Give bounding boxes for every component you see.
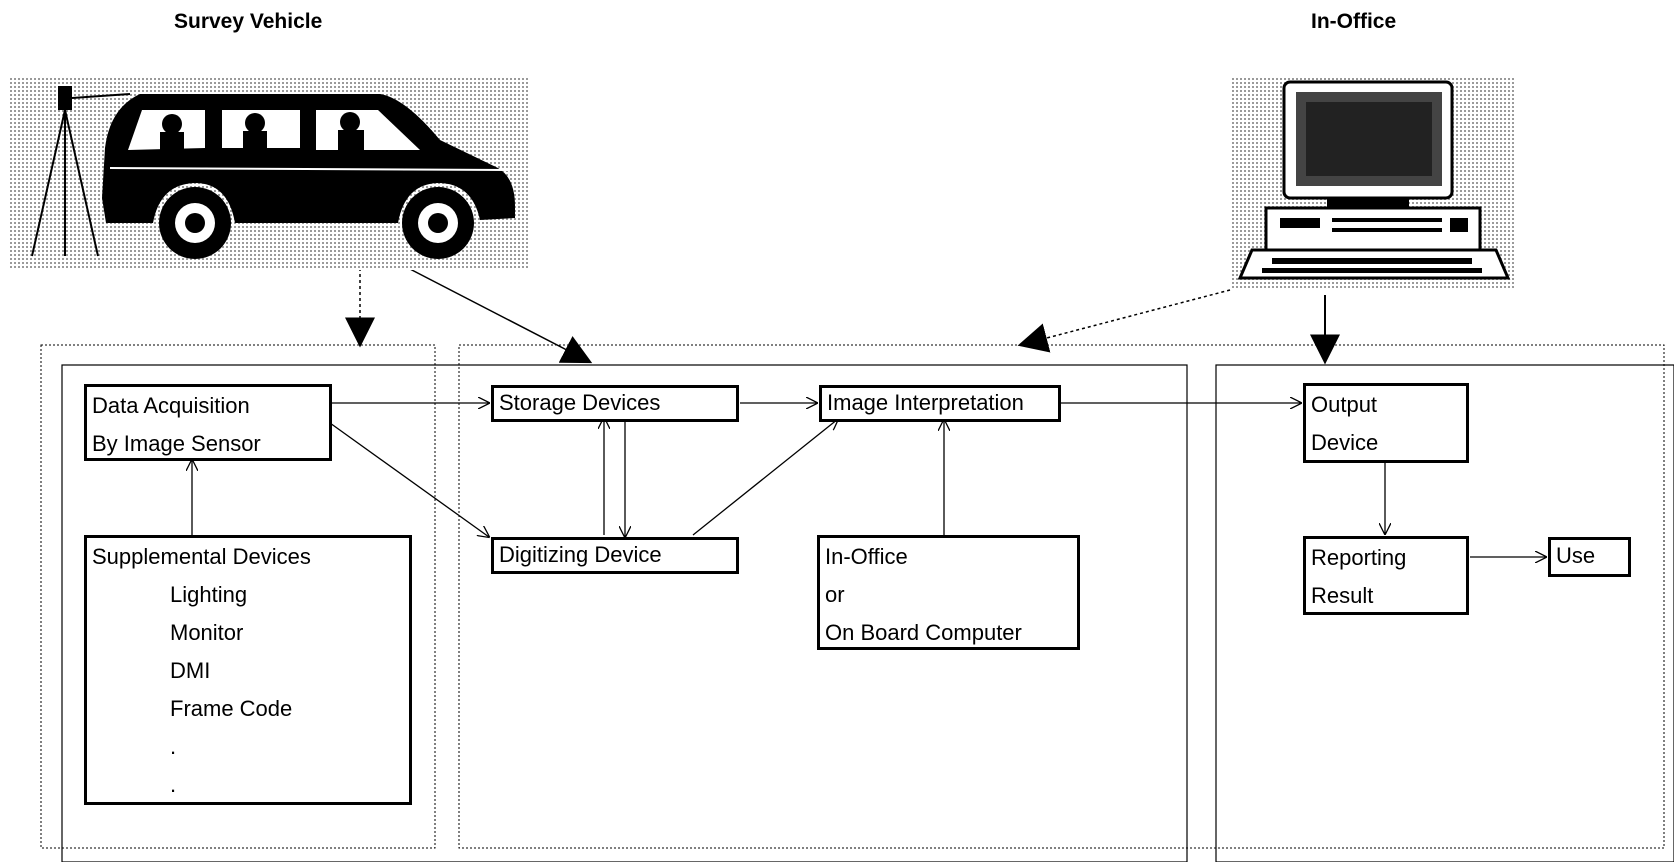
box-text-line: Reporting [1311,539,1466,577]
box-image-interpretation: Image Interpretation [819,385,1061,422]
box-text-line: On Board Computer [825,614,1077,652]
supplemental-title: Supplemental Devices [92,538,409,576]
box-text-line: In-Office [825,538,1077,576]
box-storage-devices: Storage Devices [491,385,739,422]
header-survey-vehicle: Survey Vehicle [174,10,322,34]
box-supplemental-devices: Supplemental Devices Lighting Monitor DM… [84,535,412,805]
box-data-acquisition: Data Acquisition By Image Sensor [84,384,332,461]
box-text-line: Storage Devices [499,388,736,418]
box-text-line: Use [1556,540,1628,572]
supplemental-item: Frame Code [92,690,409,728]
box-use: Use [1548,537,1631,577]
supplemental-item: DMI [92,652,409,690]
supplemental-item: . [92,766,409,804]
arrow-acq-to-digitizing [330,423,489,537]
supplemental-item: . [92,728,409,766]
arrow-digitizing-to-interp [693,419,838,535]
box-text-line: Image Interpretation [827,388,1058,418]
box-text-line: Digitizing Device [499,540,736,570]
box-reporting-result: Reporting Result [1303,536,1469,615]
arrow-office-to-processing [1020,290,1230,345]
box-text-line: Device [1311,424,1466,462]
box-text-line: Data Acquisition [92,387,329,425]
box-text-line: Output [1311,386,1466,424]
supplemental-item: Monitor [92,614,409,652]
survey-van-with-camera-icon [10,78,530,270]
box-output-device: Output Device [1303,383,1469,463]
box-text-line: Result [1311,577,1466,615]
supplemental-item: Lighting [92,576,409,614]
box-digitizing-device: Digitizing Device [491,537,739,574]
header-in-office: In-Office [1311,10,1396,34]
box-text-line: or [825,576,1077,614]
box-computer: In-Office or On Board Computer [817,535,1080,650]
box-text-line: By Image Sensor [92,425,329,463]
desktop-computer-icon [1232,78,1516,290]
